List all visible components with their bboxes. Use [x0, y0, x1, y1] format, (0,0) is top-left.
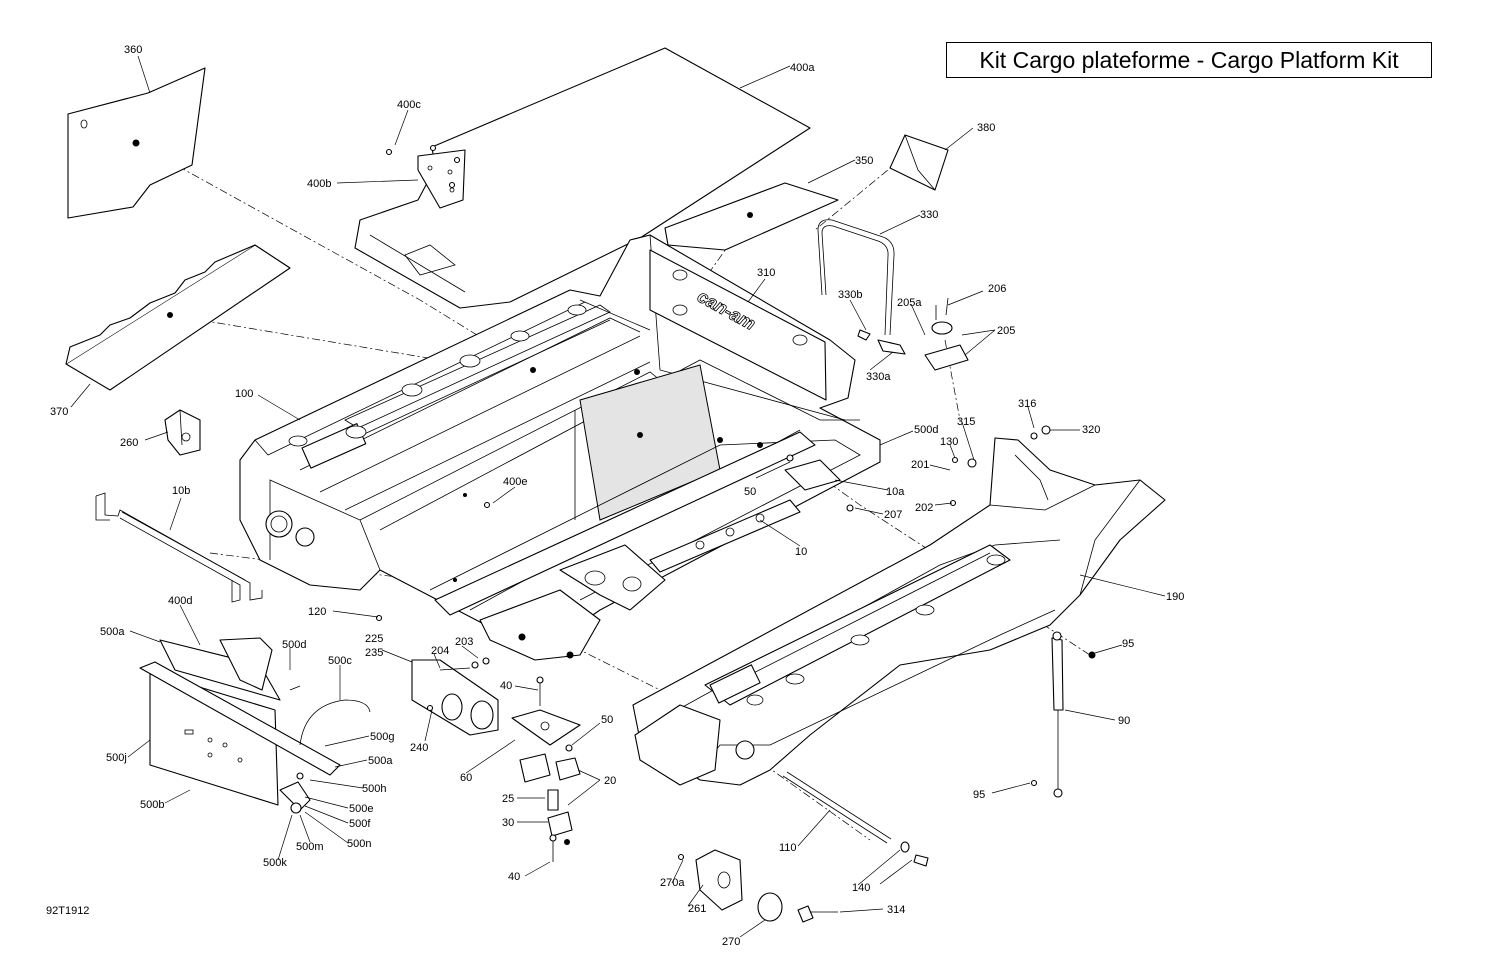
label-130: 130 [940, 436, 958, 448]
label-190: 190 [1166, 591, 1184, 603]
label-50-lower: 50 [601, 714, 613, 726]
label-100: 100 [235, 388, 253, 400]
leader-lines [70, 55, 1166, 938]
part-205-latch [924, 297, 969, 371]
label-500k: 500k [263, 857, 287, 869]
label-270a: 270a [660, 877, 685, 889]
label-500g: 500g [370, 731, 394, 743]
label-500n: 500n [347, 838, 371, 850]
label-314: 314 [887, 904, 905, 916]
label-330a: 330a [866, 371, 891, 383]
label-261: 261 [688, 903, 706, 915]
part-370-shelf [65, 244, 291, 391]
part-60-plate [511, 676, 581, 746]
part-260-bracket [164, 409, 201, 456]
label-40-lower: 40 [508, 871, 520, 883]
part-261-bracket [695, 849, 743, 911]
label-400e: 400e [503, 476, 527, 488]
label-500c: 500c [328, 655, 352, 667]
part-400a-cargo-cover [354, 47, 811, 309]
label-207: 207 [884, 509, 902, 521]
diagram-title: Kit Cargo plateforme - Cargo Platform Ki… [946, 42, 1432, 78]
label-50-upper: 50 [744, 486, 756, 498]
label-205: 205 [997, 325, 1015, 337]
part-500-light-assembly [139, 637, 371, 814]
label-330b: 330b [838, 289, 862, 301]
label-206: 206 [988, 283, 1006, 295]
label-10a: 10a [886, 486, 905, 498]
label-500d-upper: 500d [914, 424, 938, 436]
label-400a: 400a [790, 62, 815, 74]
label-500e: 500e [349, 803, 373, 815]
label-90: 90 [1118, 715, 1130, 727]
label-400b: 400b [307, 178, 331, 190]
part-360-side-panel [67, 67, 206, 219]
label-204: 204 [431, 645, 449, 657]
label-95-upper: 95 [1122, 638, 1134, 650]
part-110-rod [782, 771, 929, 867]
label-500f: 500f [349, 818, 371, 830]
label-10b: 10b [172, 485, 190, 497]
label-360: 360 [124, 44, 142, 56]
label-330: 330 [920, 209, 938, 221]
part-270-cap [757, 892, 783, 922]
label-30: 30 [502, 817, 514, 829]
label-315: 315 [957, 416, 975, 428]
label-120: 120 [308, 606, 326, 618]
label-500m: 500m [296, 841, 324, 853]
label-500a-left: 500a [100, 626, 125, 638]
label-316: 316 [1018, 398, 1036, 410]
label-500b: 500b [140, 799, 164, 811]
label-40-upper: 40 [500, 680, 512, 692]
label-140: 140 [852, 882, 870, 894]
label-25: 25 [502, 793, 514, 805]
label-202: 202 [915, 502, 933, 514]
label-270: 270 [722, 936, 740, 948]
part-10-crossmember [434, 431, 841, 661]
part-90-gas-strut [1051, 631, 1064, 798]
label-400d: 400d [168, 595, 192, 607]
part-380-bracket [889, 134, 949, 191]
label-310: 310 [757, 267, 775, 279]
label-205a: 205a [897, 297, 922, 309]
label-260: 260 [120, 437, 138, 449]
label-240: 240 [410, 742, 428, 754]
label-110: 110 [779, 842, 797, 854]
label-370: 370 [50, 406, 68, 418]
part-240-light-bracket [411, 659, 499, 736]
label-400c: 400c [397, 99, 421, 111]
part-330-handle [817, 219, 906, 355]
part-190-right-rail [632, 437, 1166, 786]
label-350: 350 [855, 155, 873, 167]
label-320: 320 [1082, 424, 1100, 436]
label-203: 203 [455, 636, 473, 648]
label-235: 235 [365, 647, 383, 659]
label-201: 201 [911, 459, 929, 471]
part-100-cargo-box: can-am [239, 234, 881, 656]
drawing-number: 92T1912 [46, 905, 90, 917]
label-500a-right: 500a [368, 755, 393, 767]
label-500h: 500h [362, 783, 386, 795]
label-10: 10 [795, 546, 807, 558]
part-20-clamp-stack [519, 744, 581, 862]
label-225: 225 [365, 633, 383, 645]
label-380: 380 [977, 122, 995, 134]
label-95-lower: 95 [973, 789, 985, 801]
part-10b-rod [95, 492, 263, 603]
label-60: 60 [460, 772, 472, 784]
label-500d-lower: 500d [282, 639, 306, 651]
part-314-bolt [797, 905, 838, 923]
label-20: 20 [604, 775, 616, 787]
label-500j: 500j [106, 752, 127, 764]
part-350-liner [664, 182, 839, 251]
callout-labels: 360 400a 400c 400b 380 350 330 310 370 3… [50, 44, 1184, 948]
